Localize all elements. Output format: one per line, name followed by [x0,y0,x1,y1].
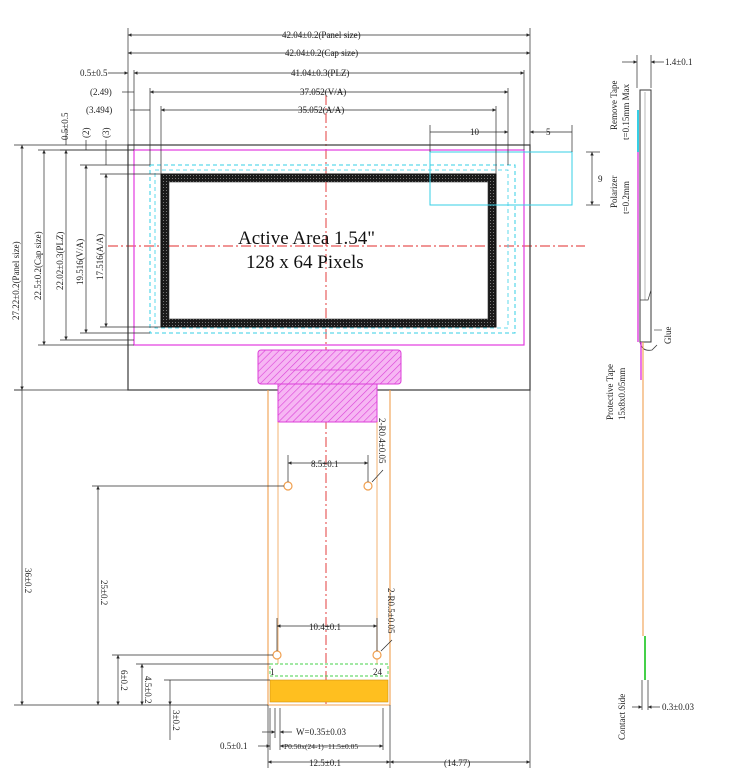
dim-right-offset: (14.77) [444,758,470,768]
dim-side-thickness: 1.4±0.1 [665,57,692,67]
polarizer-detail-box [429,151,573,206]
dim-aa-h: 35.052(A/A) [298,105,344,115]
dim-v-offset-3: (3) [101,128,111,139]
label-protective-tape-1: Protective Tape [605,364,615,420]
dim-panel-size-h: 42.04±0.2(Panel size) [282,30,361,40]
label-polarizer-1: Polarizer [609,176,619,208]
dim-nine: 9 [598,174,603,184]
dim-v-offset-2: (2) [81,128,91,139]
dim-aa-v: 17.516(A/A) [95,234,105,280]
label-protective-tape-2: 15x8x0.05mm [617,368,627,420]
fpc-dimension-lines [14,389,531,768]
dim-aa-offset: (3.494) [86,105,112,115]
dim-fpc-width: 12.5±0.1 [309,758,341,768]
dim-edge-offset: 0.5±0.1 [220,741,247,751]
alignment-hole-top-right [363,481,373,491]
alignment-hole-top-left [283,481,293,491]
dim-plz-h: 41.04±0.3(PLZ) [291,68,349,78]
dim-ten: 10 [470,127,480,137]
dim-va-h: 37.052(V/A) [300,87,346,97]
left-dimension-lines [14,128,161,391]
contact-pads [269,679,389,703]
active-area-inner [168,181,489,320]
dim-plz-v: 22.02±0.3(PLZ) [55,232,65,290]
dim-cap-size-h: 42.04±0.2(Cap size) [285,48,358,58]
active-area-title: Active Area 1.54" [238,228,375,249]
pin-24-label: 24 [373,667,383,677]
fpc-outline [267,390,391,706]
active-area-pixels: 128 x 64 Pixels [246,252,364,273]
dim-panel-size-v: 27.22±0.2(Panel size) [11,241,21,320]
dim-pin-width: W=0.35±0.03 [296,727,347,737]
cap-outline [133,149,525,346]
dim-top-offset-v: 0.5±0.5 [60,112,70,140]
dim-three: 3±0.2 [171,710,181,731]
label-glue: Glue [663,327,673,345]
pin-1-label: 1 [270,667,275,677]
dim-hole-pitch-top: 8.5±0.1 [311,459,338,469]
dim-hole-pitch-bottom: 10.4±0.1 [309,622,341,632]
dim-four-five: 4.5±0.2 [143,676,153,703]
viewing-area-outline [149,164,516,334]
top-dimension-lines [108,28,600,206]
stiffener-dashed [269,663,389,677]
dim-hole-radius-bottom: 2-R0.5±0.05 [386,588,396,634]
dim-hole-radius-top: 2-R0.4±0.05 [377,418,387,464]
label-remove-tape-2: t=0.15mm Max [621,83,631,140]
alignment-hole-bottom-left [272,650,282,660]
dim-hole-to-end: 25±0.2 [99,580,109,605]
dim-plz-offset: 0.5±0.5 [80,68,108,78]
dim-five: 5 [546,127,551,137]
dim-pitch: P0.50x(24-1)=11.5±0.05 [284,742,358,751]
dim-six: 6±0.2 [119,670,129,691]
ic-bonding-area-top [257,349,402,385]
viewing-area-outline-inner [154,169,509,329]
label-remove-tape-1: Remove Tape [609,81,619,130]
label-polarizer-2: t=0.2mm [621,181,631,214]
dim-total-length: 36±0.2 [23,568,33,593]
dim-fpc-thickness: 0.3±0.03 [662,702,694,712]
label-contact-side: Contact Side [617,694,627,740]
alignment-hole-bottom-right [372,650,382,660]
side-view [622,55,664,710]
dim-va-v: 19.516(V/A) [75,239,85,285]
dim-cap-size-v: 22.5±0.2(Cap size) [33,231,43,300]
ic-bonding-area-bottom [277,383,378,423]
dim-va-offset: (2.49) [90,87,112,97]
